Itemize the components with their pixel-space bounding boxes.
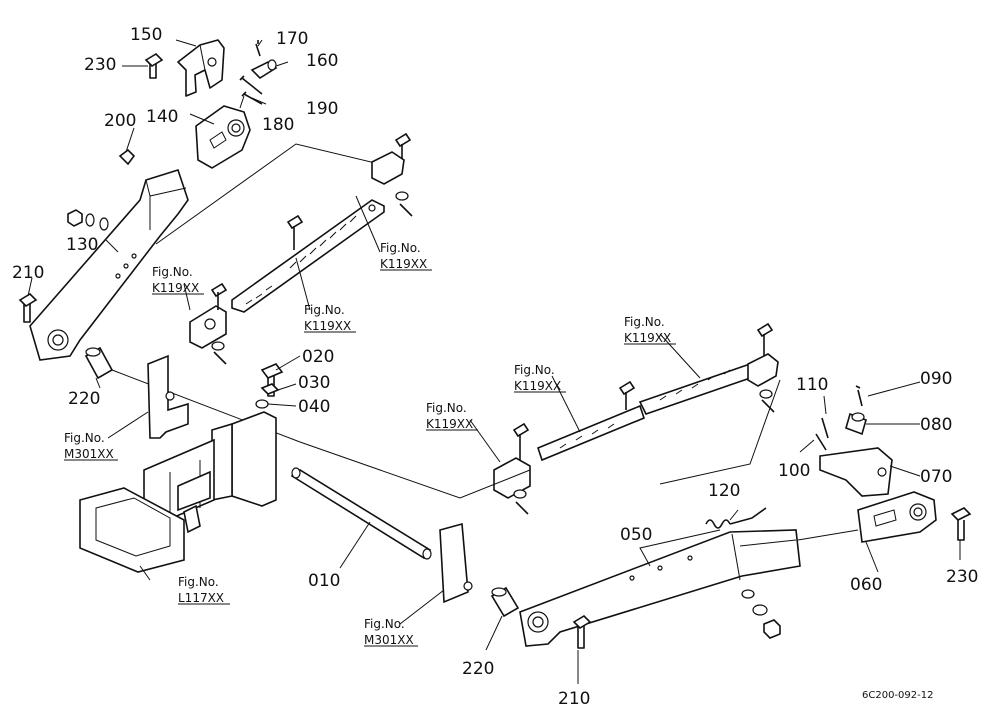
- pin-110: [821, 417, 829, 439]
- leader-line: [659, 379, 781, 485]
- pin-080: [845, 412, 867, 436]
- spring-120: [705, 507, 767, 529]
- label-leaders: [27, 39, 961, 684]
- check-link-left: [189, 132, 413, 365]
- label-090: 090: [920, 369, 952, 389]
- fig-ref-label: Fig.No.: [624, 315, 665, 329]
- fig-ref-label: Fig.No.: [364, 617, 405, 631]
- label-230-right: 230: [946, 567, 978, 587]
- fig-ref-k3: K119XX: [304, 319, 351, 333]
- label-230-top: 230: [84, 55, 116, 75]
- bushing-220-right: [490, 586, 520, 618]
- label-150: 150: [130, 25, 162, 45]
- pin-160: [250, 59, 278, 80]
- nut-washer-set: [67, 209, 109, 231]
- fig-ref-k6: K119XX: [624, 331, 671, 345]
- fig-ref-k1: K119XX: [380, 257, 427, 271]
- fig-ref-m2: M301XX: [364, 633, 414, 647]
- leader-line: [155, 143, 397, 245]
- plate-right: [439, 522, 473, 604]
- label-170: 170: [276, 29, 308, 49]
- label-140: 140: [146, 107, 178, 127]
- label-220-right: 220: [462, 659, 494, 679]
- fig-ref-label: Fig.No.: [152, 265, 193, 279]
- label-050: 050: [620, 525, 652, 545]
- check-link-right: [493, 322, 779, 515]
- bolt-210-right: [572, 614, 592, 649]
- pin-190: [239, 75, 263, 95]
- main-frame: [79, 354, 284, 573]
- label-210-right: 210: [558, 689, 590, 709]
- fig-ref-label: Fig.No.: [64, 431, 105, 445]
- bolt-210-left: [18, 292, 38, 323]
- pin-180: [241, 91, 263, 105]
- clip-170: [255, 40, 261, 57]
- lower-link-arm-050: [519, 529, 801, 647]
- fig-ref-k4: K119XX: [426, 417, 473, 431]
- label-200: 200: [104, 111, 136, 131]
- bushing-220-left: [84, 346, 114, 380]
- fig-ref-label: Fig.No.: [178, 575, 219, 589]
- label-100: 100: [778, 461, 810, 481]
- shaft-010: [290, 467, 432, 560]
- label-120: 120: [708, 481, 740, 501]
- drawing-code: 6C200-092-12: [862, 690, 933, 701]
- fitting-200: [118, 148, 136, 166]
- label-070: 070: [920, 467, 952, 487]
- label-220-left: 220: [68, 389, 100, 409]
- fig-ref-label: Fig.No.: [304, 303, 345, 317]
- part-numbers: 150 170 230 160 190 140 180 200 130 210 …: [12, 25, 978, 709]
- label-040: 040: [298, 397, 330, 417]
- label-110: 110: [796, 375, 828, 395]
- nut-washer-right: [741, 589, 781, 639]
- label-160: 160: [306, 51, 338, 71]
- fig-ref-label: Fig.No.: [426, 401, 467, 415]
- label-180: 180: [262, 115, 294, 135]
- label-210-left: 210: [12, 263, 44, 283]
- label-030: 030: [298, 373, 330, 393]
- clip-090: [855, 385, 863, 407]
- pin-100: [815, 433, 827, 451]
- bracket-070: [819, 447, 893, 497]
- end-piece-060: [857, 491, 937, 543]
- bracket-150: [177, 39, 225, 97]
- bolt-230-top: [144, 52, 164, 79]
- fig-ref-k5: K119XX: [514, 379, 561, 393]
- label-190: 190: [306, 99, 338, 119]
- fig-ref-label: Fig.No.: [380, 241, 421, 255]
- fig-ref-l1: L117XX: [178, 591, 224, 605]
- leader-line: [797, 529, 859, 541]
- figure-references: Fig.No. K119XX Fig.No. K119XX Fig.No. K1…: [64, 241, 676, 647]
- fig-ref-label: Fig.No.: [514, 363, 555, 377]
- end-piece-140: [195, 105, 251, 169]
- fig-ref-m1: M301XX: [64, 447, 114, 461]
- label-010: 010: [308, 571, 340, 591]
- label-020: 020: [302, 347, 334, 367]
- leader-line: [299, 441, 531, 499]
- label-130: 130: [66, 235, 98, 255]
- fig-ref-k2: K119XX: [152, 281, 199, 295]
- label-080: 080: [920, 415, 952, 435]
- lower-link-arm-130: [29, 169, 189, 361]
- bolt-230-right: [950, 507, 972, 541]
- label-060: 060: [850, 575, 882, 595]
